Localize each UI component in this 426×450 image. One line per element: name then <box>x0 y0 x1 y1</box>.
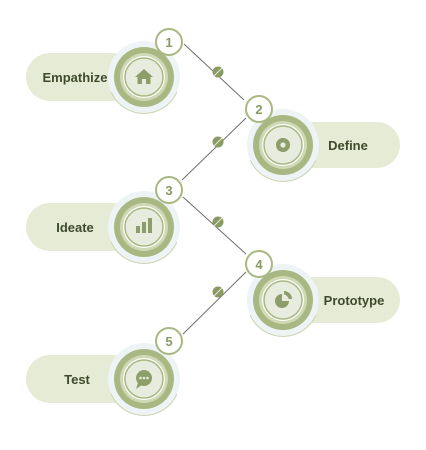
connector-4-5 <box>182 271 247 335</box>
connector-dot <box>212 66 224 78</box>
stage-1: 1 Empathize <box>26 28 183 114</box>
bar-chart-icon <box>136 218 152 233</box>
stage-number: 2 <box>255 102 262 117</box>
number-badge <box>245 95 273 123</box>
connectors <box>181 43 247 335</box>
chat-icon <box>136 370 152 389</box>
number-badge <box>245 250 273 278</box>
stage-arc <box>110 92 178 114</box>
pie-chart-icon <box>275 291 292 308</box>
stage-label: Empathize <box>42 70 107 85</box>
connector-2-3 <box>181 117 247 181</box>
stage-arc <box>110 242 178 264</box>
stage-label: Ideate <box>56 220 94 235</box>
stage-5: 5 Test <box>26 327 183 416</box>
connector-dot <box>212 136 224 148</box>
stage-arc <box>249 315 317 337</box>
stage-label: Prototype <box>324 293 385 308</box>
stage-number: 1 <box>165 35 172 50</box>
connector-dot <box>212 286 224 298</box>
stage-arc <box>110 394 178 416</box>
stage-number: 4 <box>255 257 263 272</box>
gear-icon <box>276 138 290 152</box>
number-badge <box>155 176 183 204</box>
stage-2: 2 Define <box>245 95 400 182</box>
stage-arc <box>249 160 317 182</box>
connector-dot <box>212 216 224 228</box>
stage-number: 5 <box>165 334 172 349</box>
stage-number: 3 <box>165 183 172 198</box>
number-badge <box>155 327 183 355</box>
stage-3: 3 Ideate <box>26 176 183 264</box>
stage-label: Define <box>328 138 368 153</box>
stage-label: Test <box>64 372 90 387</box>
home-icon <box>135 69 153 84</box>
stage-4: 4 Prototype <box>245 250 400 337</box>
number-badge <box>155 28 183 56</box>
